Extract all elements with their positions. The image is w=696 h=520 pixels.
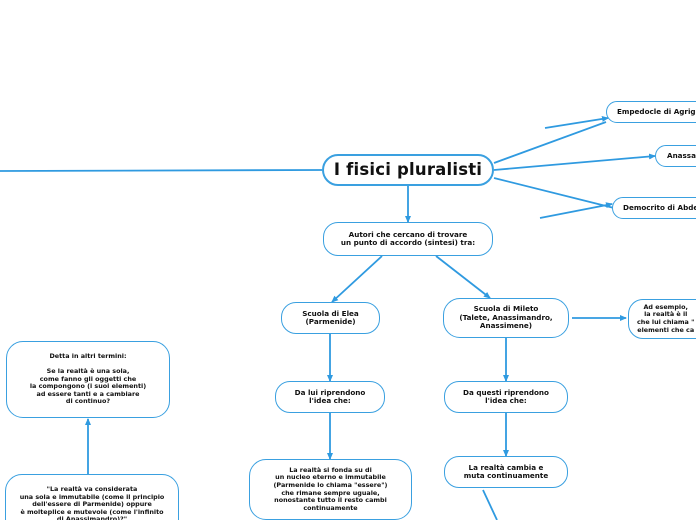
node-detta-in-altri-termini[interactable]: Detta in altri termini: Se la realtà è u… — [6, 341, 170, 418]
node-scuola-di-mileto[interactable]: Scuola di Mileto (Talete, Anassimandro, … — [443, 298, 569, 338]
node-autori-punto-di-accordo[interactable]: Autori che cercano di trovare un punto d… — [323, 222, 493, 256]
node-democrito-di-abdera[interactable]: Democrito di Abdera — [612, 197, 696, 219]
edge-root-to-democrito — [493, 177, 615, 209]
edge-root-to-empedocle — [493, 121, 607, 164]
edge-root-to-left — [0, 169, 323, 172]
edge-realtacambia-down — [482, 489, 498, 520]
edge-autori-to-mileto — [435, 255, 491, 299]
node-scuola-di-elea[interactable]: Scuola di Elea (Parmenide) — [281, 302, 380, 334]
node-ad-esempio[interactable]: Ad esempio, la realtà è il che lui chiam… — [628, 299, 696, 339]
node-da-questi-riprendono[interactable]: Da questi riprendono l'idea che: — [444, 381, 568, 413]
edge-root-to-anassagora — [493, 153, 656, 171]
node-realta-va-considerata[interactable]: "La realtà va considerata una sola e imm… — [5, 474, 179, 520]
node-empedocle-di-agrigento[interactable]: Empedocle di Agrigento — [606, 101, 696, 123]
node-root-i-fisici-pluralisti[interactable]: I fisici pluralisti — [322, 154, 494, 186]
edge-arrow-democrito — [539, 202, 613, 219]
node-realta-si-fonda-nucleo-eterno[interactable]: La realtà si fonda su di un nucleo etern… — [249, 459, 412, 520]
node-da-lui-riprendono[interactable]: Da lui riprendono l'idea che: — [275, 381, 385, 413]
node-realta-cambia-muta[interactable]: La realtà cambia e muta continuamente — [444, 456, 568, 488]
edge-autori-to-elea — [331, 255, 383, 303]
node-anassagora[interactable]: Anassagora — [655, 145, 696, 167]
edge-arrow-empedocle — [544, 115, 609, 129]
